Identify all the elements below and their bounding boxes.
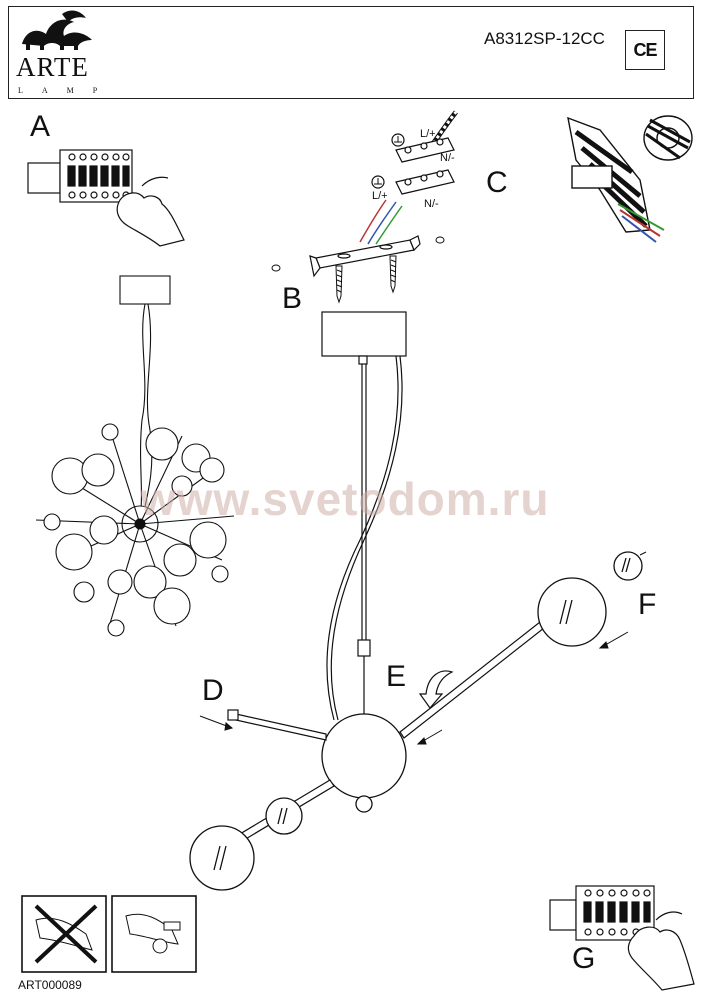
step-label-c: C — [486, 166, 508, 199]
header-box — [8, 6, 694, 99]
wire-label-n-bottom: N/- — [424, 198, 439, 210]
terminal-block-g — [549, 885, 655, 941]
tape-roll-icon — [643, 115, 693, 161]
hand-g-icon — [627, 911, 695, 991]
griffin-logo-icon — [22, 10, 92, 50]
wire-label-n-top: N/- — [440, 152, 455, 164]
center-sphere — [321, 713, 407, 813]
canopy — [321, 311, 407, 365]
brand-subtitle: LAMP — [18, 86, 117, 95]
step-label-b: B — [282, 282, 303, 315]
assembled-chandelier — [35, 275, 235, 637]
hand-a-icon — [116, 176, 185, 247]
connector-block-c — [371, 133, 455, 195]
step-label-e: E — [386, 660, 407, 693]
terminal-block-a — [27, 149, 133, 203]
step-label-a: A — [30, 110, 51, 143]
brand-name: ARTE — [16, 52, 89, 82]
glass-sphere-icon — [189, 551, 643, 891]
wire-label-l-top: L/+ — [420, 128, 436, 140]
wire-label-l-bottom: L/+ — [372, 190, 388, 202]
arm-d — [227, 709, 327, 741]
ce-mark: CE — [625, 30, 665, 70]
taped-connector-icon — [567, 116, 665, 243]
step-label-g: G — [572, 942, 596, 975]
suspension-rod — [326, 355, 403, 734]
earth-symbol-icon — [374, 136, 402, 185]
watermark: www.svetodom.ru — [140, 473, 550, 525]
model-number: A8312SP-12CC — [484, 29, 605, 48]
warning-box-ok — [111, 895, 197, 973]
step-label-d: D — [202, 674, 224, 707]
rotate-arrow-icon — [418, 670, 454, 709]
arm-e — [399, 621, 545, 739]
screw-icon — [271, 236, 445, 304]
arrow-icon — [199, 551, 647, 745]
warning-box-no — [21, 895, 107, 973]
mounting-bracket — [309, 235, 421, 278]
step-label-f: F — [638, 588, 657, 621]
article-code: ART000089 — [18, 978, 82, 992]
